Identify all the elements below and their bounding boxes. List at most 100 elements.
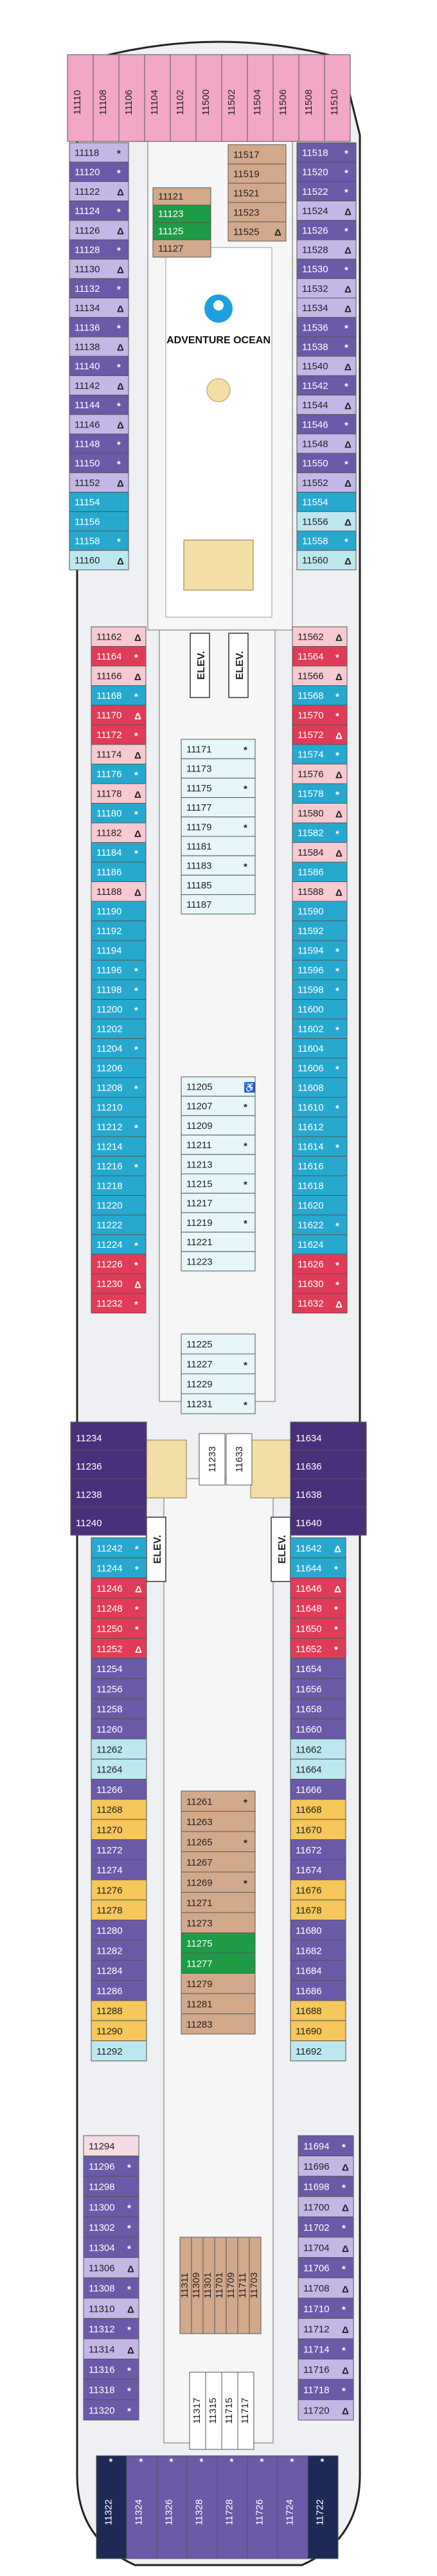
cabin-11242[interactable] [91,1537,147,1558]
cabin-11108[interactable] [93,54,120,142]
cabin-11269[interactable] [181,1871,256,1893]
cabin-11554[interactable] [296,492,357,512]
cabin-11258[interactable] [91,1698,147,1720]
cabin-11588[interactable] [292,881,348,902]
cabin-11564[interactable] [292,646,348,667]
cabin-11225[interactable] [181,1333,256,1355]
cabin-11519[interactable] [227,163,287,184]
cabin-11215[interactable] [181,1173,256,1194]
cabin-11510[interactable] [324,54,351,142]
cabin-11672[interactable] [290,1839,346,1860]
cabin-11208[interactable] [91,1077,147,1098]
cabin-11177[interactable] [181,797,256,818]
cabin-11254[interactable] [91,1658,147,1679]
cabin-11190[interactable] [91,901,147,921]
cabin-11118[interactable] [69,142,129,163]
cabin-11175[interactable] [181,777,256,798]
cabin-11240[interactable] [70,1506,147,1536]
cabin-11596[interactable] [292,960,348,980]
cabin-11124[interactable] [69,201,129,221]
cabin-11176[interactable] [91,764,147,784]
cabin-11102[interactable] [170,54,197,142]
cabin-11638[interactable] [290,1478,367,1508]
cabin-11186[interactable] [91,861,147,882]
cabin-11152[interactable] [69,472,129,493]
cabin-11678[interactable] [290,1899,346,1921]
cabin-11724[interactable] [277,2455,308,2559]
cabin-11214[interactable] [91,1136,147,1157]
cabin-11279[interactable] [181,1973,256,1994]
cabin-11328[interactable] [186,2455,218,2559]
cabin-11684[interactable] [290,1959,346,1981]
cabin-11540[interactable] [296,356,357,376]
cabin-11612[interactable] [292,1117,348,1137]
cabin-11634[interactable] [290,1421,367,1451]
cabin-11610[interactable] [292,1097,348,1117]
cabin-11126[interactable] [69,220,129,240]
cabin-11248[interactable] [91,1598,147,1619]
cabin-11532[interactable] [296,278,357,299]
cabin-11717[interactable] [237,2372,254,2450]
cabin-11221[interactable] [181,1232,256,1252]
cabin-11318[interactable] [83,2379,139,2400]
cabin-11284[interactable] [91,1959,147,1981]
cabin-11106[interactable] [118,54,145,142]
cabin-11716[interactable] [298,2359,354,2380]
cabin-11110[interactable] [67,54,94,142]
cabin-11267[interactable] [181,1851,256,1873]
cabin-11652[interactable] [290,1638,346,1659]
cabin-11560[interactable] [296,550,357,570]
cabin-11708[interactable] [298,2277,354,2299]
cabin-11508[interactable] [298,54,325,142]
cabin-11558[interactable] [296,530,357,551]
cabin-11326[interactable] [156,2455,188,2559]
cabin-11674[interactable] [290,1859,346,1880]
cabin-11212[interactable] [91,1117,147,1137]
cabin-11227[interactable] [181,1353,256,1374]
cabin-11312[interactable] [83,2318,139,2339]
cabin-11286[interactable] [91,1980,147,2001]
cabin-11281[interactable] [181,1993,256,2014]
cabin-11618[interactable] [292,1175,348,1196]
cabin-11715[interactable] [221,2372,238,2450]
cabin-11164[interactable] [91,646,147,667]
cabin-11614[interactable] [292,1136,348,1157]
cabin-11598[interactable] [292,979,348,1000]
cabin-11562[interactable] [292,626,348,647]
cabin-11696[interactable] [298,2156,354,2177]
cabin-11272[interactable] [91,1839,147,1860]
cabin-11690[interactable] [290,2020,346,2041]
cabin-11633[interactable] [226,1433,253,1486]
cabin-11154[interactable] [69,492,129,512]
cabin-11213[interactable] [181,1154,256,1175]
cabin-11528[interactable] [296,239,357,260]
cabin-11650[interactable] [290,1617,346,1639]
cabin-11302[interactable] [83,2216,139,2238]
cabin-11250[interactable] [91,1617,147,1639]
cabin-11283[interactable] [181,2013,256,2035]
cabin-11728[interactable] [217,2455,248,2559]
cabin-11265[interactable] [181,1831,256,1852]
cabin-11261[interactable] [181,1790,256,1812]
cabin-11502[interactable] [221,54,248,142]
cabin-11178[interactable] [91,783,147,804]
cabin-11556[interactable] [296,511,357,532]
cabin-11262[interactable] [91,1738,147,1760]
cabin-11182[interactable] [91,822,147,843]
cabin-11546[interactable] [296,414,357,435]
cabin-11658[interactable] [290,1698,346,1720]
cabin-11518[interactable] [296,142,357,163]
cabin-11207[interactable] [181,1095,256,1116]
cabin-11123[interactable] [152,204,211,223]
cabin-11202[interactable] [91,1018,147,1039]
cabin-11168[interactable] [91,685,147,706]
cabin-11150[interactable] [69,453,129,473]
cabin-11224[interactable] [91,1234,147,1255]
cabin-11500[interactable] [195,54,222,142]
cabin-11548[interactable] [296,433,357,454]
cabin-11158[interactable] [69,530,129,551]
cabin-11180[interactable] [91,803,147,824]
cabin-11590[interactable] [292,901,348,921]
cabin-11104[interactable] [144,54,171,142]
cabin-11648[interactable] [290,1598,346,1619]
